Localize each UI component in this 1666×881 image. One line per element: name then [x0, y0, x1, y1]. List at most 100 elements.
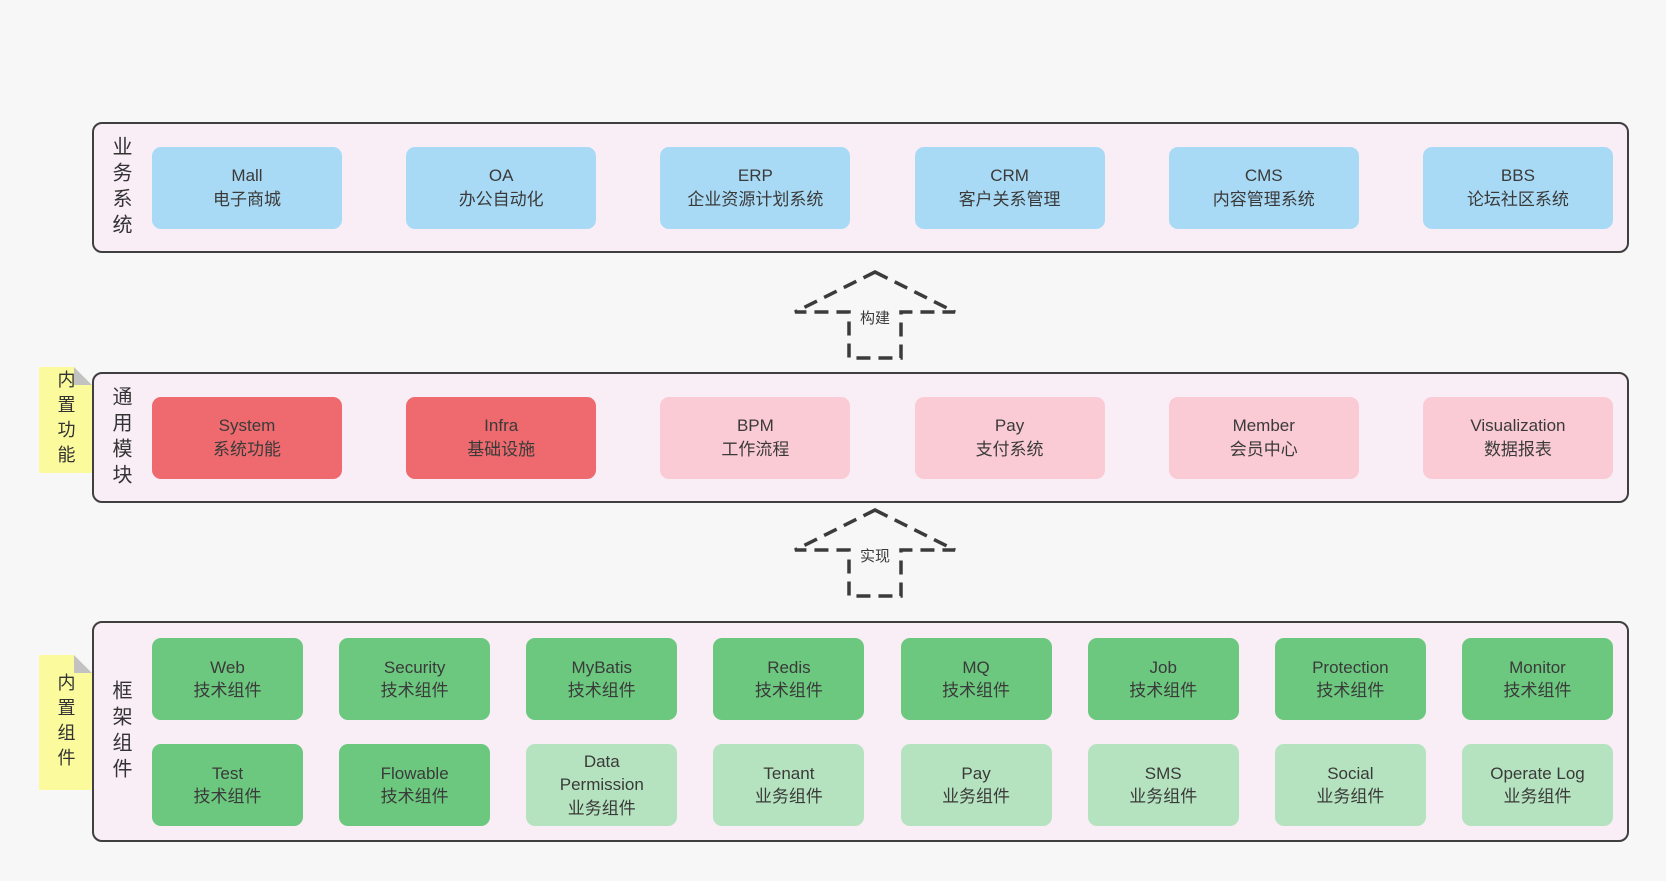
- box-desc: 业务组件: [567, 798, 636, 818]
- box-name: Tenant: [763, 763, 815, 783]
- modules-box-row: System 系统功能 Infra 基础设施 BPM 工作流程 Pay 支付系统…: [152, 374, 1613, 501]
- box-name: Flowable: [380, 763, 449, 783]
- box-desc: 技术组件: [1129, 681, 1198, 700]
- box-desc: 技术组件: [193, 681, 262, 700]
- box-operate-log: Operate Log 业务组件: [1461, 744, 1613, 826]
- box-name: Web: [210, 657, 245, 677]
- box-system: System 系统功能: [152, 396, 342, 479]
- layer-label-framework: 框架组件: [109, 679, 131, 784]
- box-erp: ERP 企业资源计划系统: [660, 146, 851, 229]
- box-name: CMS: [1244, 166, 1283, 186]
- layer-framework-components: 框架组件 Web 技术组件 Security 技术组件 MyBatis 技术组件…: [92, 621, 1629, 842]
- box-cms: CMS 内容管理系统: [1168, 146, 1359, 229]
- box-name: SMS: [1144, 763, 1182, 783]
- sticky-label: 内置组件: [55, 672, 76, 773]
- box-name: CRM: [990, 166, 1029, 186]
- box-tenant: Tenant 业务组件: [713, 744, 865, 826]
- box-name: Member: [1232, 416, 1295, 436]
- build-arrow: 构建: [790, 268, 960, 364]
- implement-arrow: 实现: [790, 506, 960, 602]
- box-pay-component: Pay 业务组件: [900, 744, 1052, 826]
- build-arrow-label: 构建: [855, 306, 895, 329]
- box-desc: 技术组件: [380, 787, 449, 806]
- box-mq: MQ 技术组件: [900, 638, 1052, 720]
- box-name: Infra: [484, 416, 519, 436]
- business-box-row: Mall 电子商城 OA 办公自动化 ERP 企业资源计划系统 CRM 客户关系…: [152, 124, 1613, 251]
- box-job: Job 技术组件: [1087, 638, 1239, 720]
- box-name: Job: [1149, 657, 1177, 677]
- box-redis: Redis 技术组件: [713, 638, 865, 720]
- box-crm: CRM 客户关系管理: [914, 146, 1105, 229]
- box-name: System: [218, 416, 276, 436]
- box-desc: 企业资源计划系统: [687, 189, 824, 209]
- box-sms: SMS 业务组件: [1087, 744, 1239, 826]
- box-infra: Infra 基础设施: [406, 396, 597, 479]
- box-desc: 技术组件: [754, 681, 823, 700]
- box-desc: 技术组件: [380, 681, 449, 700]
- box-desc: 业务组件: [942, 787, 1011, 806]
- box-desc: 论坛社区系统: [1466, 189, 1569, 209]
- layer-label-modules: 通用模块: [109, 385, 131, 490]
- box-name: Pay: [961, 763, 991, 783]
- dashed-up-arrow-icon: [794, 270, 956, 360]
- box-member: Member 会员中心: [1168, 396, 1359, 479]
- box-name: MQ: [962, 657, 990, 677]
- box-name: Social: [1327, 763, 1374, 783]
- box-desc: 数据报表: [1483, 439, 1552, 459]
- box-name: Redis: [767, 657, 811, 677]
- box-name: BBS: [1500, 166, 1535, 186]
- box-desc: 技术组件: [1316, 681, 1385, 700]
- sticky-note-built-in-components: 内置组件: [39, 655, 92, 790]
- layer-business-systems: 业务系统 Mall 电子商城 OA 办公自动化 ERP 企业资源计划系统 CRM…: [92, 122, 1629, 253]
- box-mall: Mall 电子商城: [152, 146, 342, 229]
- sticky-note-built-in-functions: 内置功能: [39, 367, 92, 473]
- box-flowable: Flowable 技术组件: [339, 744, 491, 826]
- framework-row-1: Web 技术组件 Security 技术组件 MyBatis 技术组件 Redi…: [152, 638, 1613, 720]
- box-name: BPM: [736, 416, 774, 436]
- box-desc: 技术组件: [193, 787, 262, 806]
- framework-box-rows: Web 技术组件 Security 技术组件 MyBatis 技术组件 Redi…: [152, 638, 1613, 826]
- box-desc: 电子商城: [213, 189, 281, 209]
- box-desc: 支付系统: [975, 439, 1044, 459]
- box-security: Security 技术组件: [339, 638, 491, 720]
- box-desc: 业务组件: [1316, 787, 1385, 806]
- box-name: ERP: [737, 166, 773, 186]
- box-name: Operate Log: [1490, 763, 1585, 783]
- box-desc: 技术组件: [567, 681, 636, 700]
- box-social: Social 业务组件: [1274, 744, 1426, 826]
- box-desc: 客户关系管理: [958, 189, 1061, 209]
- box-pay-system: Pay 支付系统: [914, 396, 1105, 479]
- box-monitor: Monitor 技术组件: [1461, 638, 1613, 720]
- box-desc: 工作流程: [721, 439, 790, 459]
- box-name: Monitor: [1509, 657, 1566, 677]
- box-desc: 会员中心: [1229, 439, 1298, 459]
- box-name: Visualization: [1470, 416, 1566, 436]
- box-name: Protection: [1312, 657, 1389, 677]
- box-desc: 业务组件: [1503, 787, 1572, 806]
- layer-common-modules: 通用模块 System 系统功能 Infra 基础设施 BPM 工作流程 Pay…: [92, 372, 1629, 503]
- box-oa: OA 办公自动化: [406, 146, 597, 229]
- box-desc: 技术组件: [942, 681, 1011, 700]
- box-test: Test 技术组件: [152, 744, 303, 826]
- box-desc: 基础设施: [467, 439, 536, 459]
- box-name: MyBatis: [571, 657, 633, 677]
- layer-label-business: 业务系统: [109, 135, 131, 240]
- box-mybatis: MyBatis 技术组件: [526, 638, 678, 720]
- box-desc: 办公自动化: [458, 189, 544, 209]
- box-web: Web 技术组件: [152, 638, 303, 720]
- box-name: OA: [488, 166, 514, 186]
- box-protection: Protection 技术组件: [1274, 638, 1426, 720]
- box-name: Pay: [994, 416, 1025, 436]
- box-data-permission: Data Permission 业务组件: [526, 744, 678, 826]
- box-name: Test: [211, 763, 244, 783]
- framework-row-2: Test 技术组件 Flowable 技术组件 Data Permission …: [152, 744, 1613, 826]
- dashed-up-arrow-icon: [794, 508, 956, 598]
- box-bpm: BPM 工作流程: [660, 396, 851, 479]
- box-visualization: Visualization 数据报表: [1422, 396, 1613, 479]
- box-desc: 系统功能: [213, 439, 281, 459]
- sticky-label: 内置功能: [55, 370, 76, 470]
- box-desc: 技术组件: [1503, 681, 1572, 700]
- box-bbs: BBS 论坛社区系统: [1422, 146, 1613, 229]
- box-name: Mall: [231, 166, 263, 186]
